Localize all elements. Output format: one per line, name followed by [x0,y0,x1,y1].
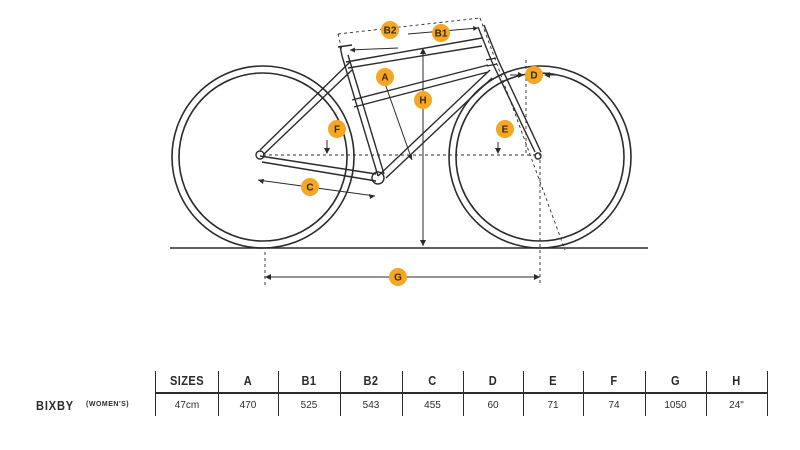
model-name: BIXBY [36,398,75,413]
table-cell-f: 74 [608,400,620,411]
table-header-sizes: SIZES [169,373,205,388]
table-cell-a: 470 [239,400,257,411]
table-header-h: H [732,373,741,388]
table-cell-size: 47cm [174,400,200,411]
badge-d: D [525,66,543,84]
table-cell-g: 1050 [664,400,687,411]
table-cell-c: 455 [424,400,441,411]
table-header-c: C [428,373,437,388]
svg-text:B1: B1 [435,29,448,40]
table-column-divider [155,371,156,416]
table-header-e: E [549,373,557,388]
badge-b1: B1 [432,24,450,42]
reference-lines [263,17,566,285]
svg-text:D: D [530,71,537,82]
table-column-divider [463,371,464,416]
table-header-b1: B1 [301,373,317,388]
model-variant: (WOMEN'S) [86,401,130,408]
table-column-divider [278,371,279,416]
geometry-table [0,366,800,420]
table-column-divider [340,371,341,416]
svg-text:A: A [381,73,388,84]
badge-h: H [414,91,432,109]
table-column-divider [583,371,584,416]
table-header-g: G [670,373,681,388]
bottom-bracket [371,171,385,185]
bike-frame [255,24,542,182]
badge-c: C [301,178,319,196]
table-column-divider [218,371,219,416]
table-column-divider [645,371,646,416]
table-column-divider [706,371,707,416]
svg-text:C: C [306,183,313,194]
svg-text:F: F [334,125,340,136]
table-header-b2: B2 [363,373,379,388]
badge-f: F [328,120,346,138]
table-cell-h: 24" [729,400,744,411]
bike-geometry-diagram: B2 B1 A H F E D C G [170,17,648,286]
table-column-divider [402,371,403,416]
badge-e: E [496,120,514,138]
dimension-lines [257,26,556,280]
svg-text:H: H [419,96,426,107]
table-header-a: A [243,373,253,388]
table-header-divider [155,393,768,394]
table-column-divider [767,371,768,416]
table-cell-e: 71 [547,400,559,411]
svg-text:G: G [394,273,402,284]
table-divider [155,392,768,393]
badge-a: A [376,68,394,86]
rear-wheel [171,65,355,249]
table-column-divider [523,371,524,416]
table-cell-d: 60 [487,400,499,411]
badge-b2: B2 [381,21,399,39]
table-header-d: D [488,373,498,388]
svg-text:B2: B2 [384,26,397,37]
svg-text:E: E [502,125,509,136]
badge-g: G [389,268,407,286]
table-cell-b2: 543 [362,400,380,411]
table-cell-b1: 525 [300,400,318,411]
table-header-f: F [610,373,618,388]
